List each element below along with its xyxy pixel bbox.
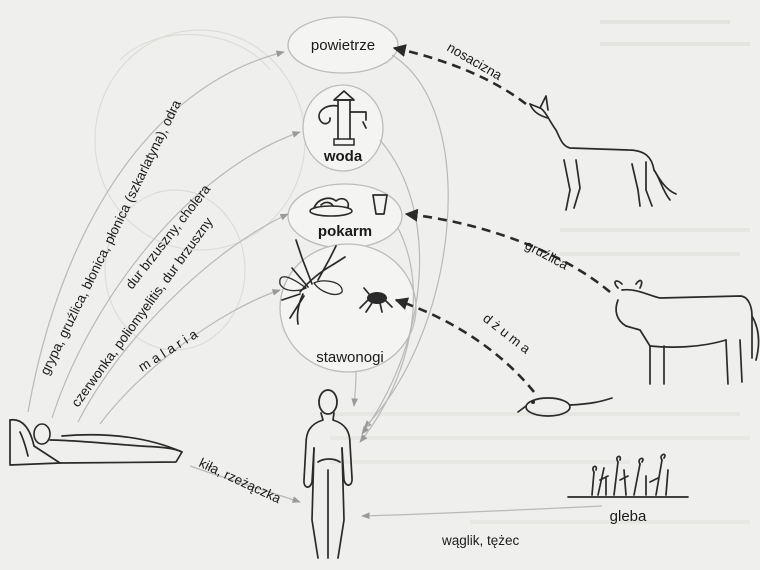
node-food-label: pokarm: [318, 223, 372, 240]
cow-icon: [615, 281, 759, 384]
node-soil-label: gleba: [610, 508, 647, 525]
node-arthropods: stawonogi: [280, 240, 416, 372]
node-water-label: woda: [323, 148, 363, 165]
sick-person-in-bed: [10, 420, 182, 465]
label-contact-diseases: kiła, rzeżączka: [197, 455, 284, 506]
horse-icon: [530, 96, 676, 210]
label-soil-diseases: wąglik, tężec: [441, 533, 520, 548]
zoonotic-arrows: [394, 48, 610, 392]
arrow-arthropods-to-human: [354, 372, 356, 406]
node-water: woda: [303, 85, 383, 171]
arrow-soil-to-human: [362, 506, 602, 516]
node-arthropods-label: stawonogi: [316, 349, 384, 366]
label-vector-disease: m a l a r i a: [136, 326, 201, 374]
node-air-label: powietrze: [311, 37, 375, 54]
label-foodborne-diseases: czerwonka, poliomyelitis, dur brzuszny: [68, 214, 216, 409]
label-horse-disease: nosacizna: [445, 40, 506, 84]
arrow-sick-to-arthropods: [100, 290, 280, 424]
node-air: powietrze: [288, 17, 398, 73]
label-rat-disease: d ż u m a: [480, 311, 533, 357]
node-food: pokarm: [288, 184, 402, 248]
label-cow-disease: gruźlica: [523, 237, 572, 272]
